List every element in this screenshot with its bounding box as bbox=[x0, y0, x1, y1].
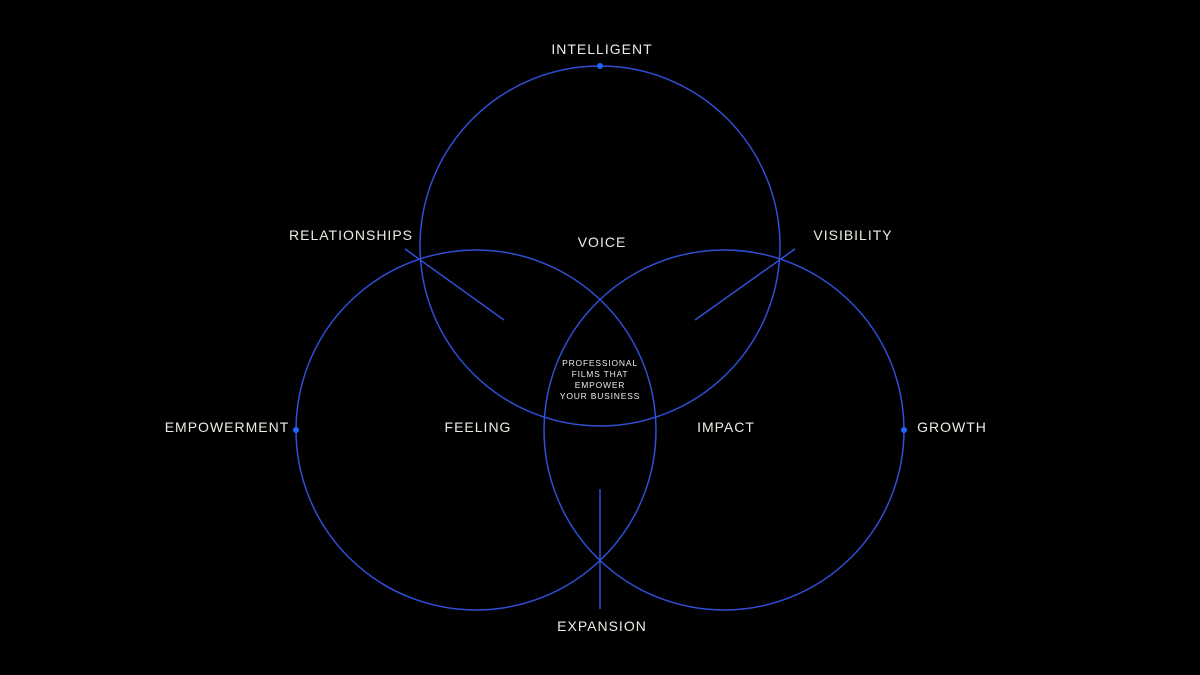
label-intelligent: INTELLIGENT bbox=[551, 41, 653, 57]
label-empowerment: EMPOWERMENT bbox=[164, 419, 290, 435]
empowerment-dot bbox=[293, 427, 299, 433]
visibility-pointer bbox=[694, 248, 796, 321]
center-line: FILMS THAT bbox=[571, 369, 629, 379]
label-voice: VOICE bbox=[577, 234, 627, 250]
label-expansion: EXPANSION bbox=[557, 618, 647, 634]
growth-dot bbox=[901, 427, 907, 433]
center-line: EMPOWER bbox=[574, 380, 626, 390]
intelligent-dot bbox=[597, 63, 603, 69]
label-growth: GROWTH bbox=[917, 419, 987, 435]
label-impact: IMPACT bbox=[697, 419, 755, 435]
center-line: PROFESSIONAL bbox=[562, 358, 638, 368]
center-line: YOUR BUSINESS bbox=[559, 391, 641, 401]
label-relationships: RELATIONSHIPS bbox=[289, 227, 413, 243]
relationships-pointer bbox=[404, 248, 505, 321]
center-text: PROFESSIONAL FILMS THAT EMPOWER YOUR BUS… bbox=[550, 358, 650, 402]
label-feeling: FEELING bbox=[444, 419, 512, 435]
label-visibility: VISIBILITY bbox=[813, 227, 893, 243]
